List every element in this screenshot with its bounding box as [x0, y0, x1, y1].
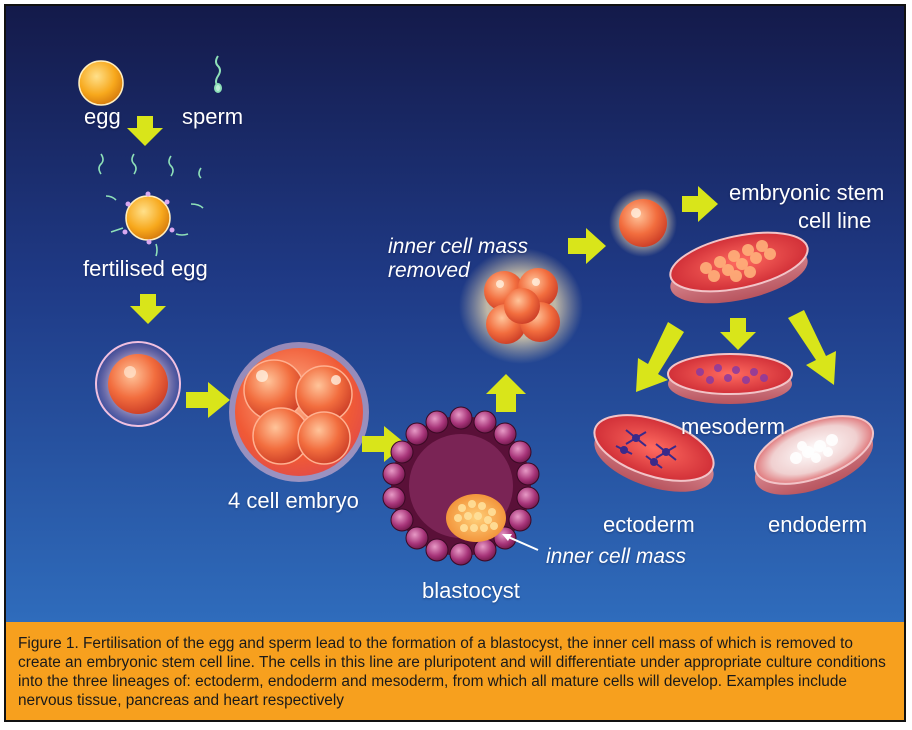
label-embryonic-stem-line2: cell line — [798, 210, 871, 232]
diagram-area: egg sperm fertilised egg 4 cell embryo b… — [6, 6, 904, 622]
label-sperm: sperm — [182, 106, 243, 128]
figure-frame: egg sperm fertilised egg 4 cell embryo b… — [4, 4, 906, 722]
label-fertilised-egg: fertilised egg — [83, 258, 208, 280]
label-inner-cell-mass-removed-line2: removed — [388, 260, 470, 281]
label-inner-cell-mass: inner cell mass — [546, 546, 686, 567]
removed-inner-cell-mass-icon — [459, 248, 583, 364]
mesoderm-dish-icon — [668, 354, 792, 404]
label-egg: egg — [84, 106, 121, 128]
egg-icon — [79, 61, 123, 105]
label-endoderm: endoderm — [768, 514, 867, 536]
zygote-icon — [96, 342, 180, 426]
label-ectoderm: ectoderm — [603, 514, 695, 536]
es-cell-icon — [609, 189, 677, 257]
label-mesoderm: mesoderm — [681, 416, 785, 438]
figure-caption: Figure 1. Fertilisation of the egg and s… — [6, 622, 904, 720]
label-blastocyst: blastocyst — [422, 580, 520, 602]
four-cell-embryo-icon — [229, 342, 369, 482]
label-embryonic-stem-line1: embryonic stem — [729, 182, 884, 204]
label-four-cell-embryo: 4 cell embryo — [228, 490, 359, 512]
label-inner-cell-mass-removed-line1: inner cell mass — [388, 236, 528, 257]
blastocyst-icon — [383, 407, 539, 565]
